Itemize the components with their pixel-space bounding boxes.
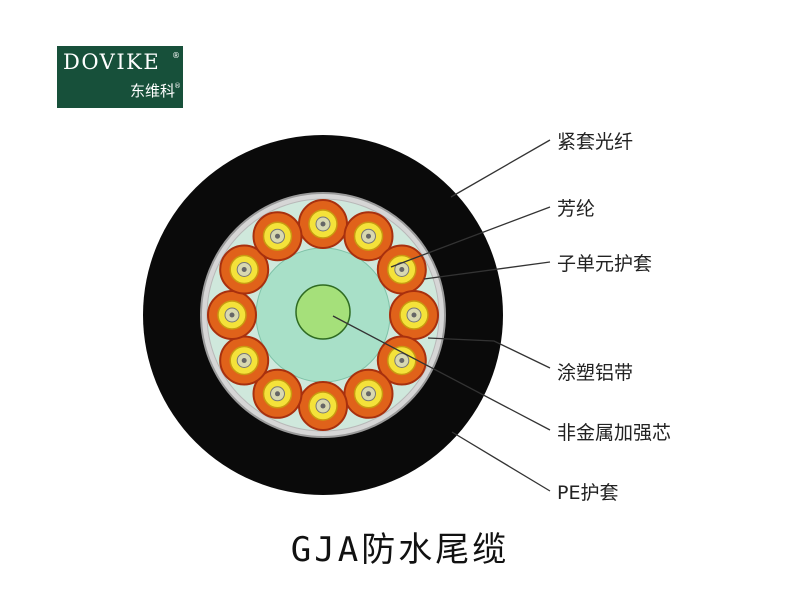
fiber-core xyxy=(399,358,405,363)
fiber-core xyxy=(275,233,280,239)
label-coated-aluminum-tape: 涂塑铝带 xyxy=(557,362,634,384)
fiber-core xyxy=(411,312,417,318)
subunit xyxy=(252,211,303,262)
fiber-core xyxy=(241,267,247,272)
subunit xyxy=(298,381,348,431)
subunit xyxy=(252,368,303,419)
subunit xyxy=(219,244,270,295)
subunit xyxy=(376,244,427,295)
logo-registered-mark: ® xyxy=(172,51,180,60)
dovike-logo: DOVIKE ® 东维科 ® xyxy=(57,46,183,108)
fiber-core xyxy=(241,358,247,363)
fiber-core xyxy=(275,391,280,397)
label-aramid: 芳纶 xyxy=(557,198,596,220)
fiber-core xyxy=(366,233,371,239)
fiber-core xyxy=(320,403,326,409)
leader-line xyxy=(427,337,551,369)
label-tight-fiber: 紧套光纤 xyxy=(557,131,634,153)
leader-line xyxy=(332,315,551,431)
label-nonmetal-strength-member: 非金属加强芯 xyxy=(557,422,672,444)
subunit xyxy=(376,335,427,386)
subunit xyxy=(298,199,348,249)
leader-line xyxy=(450,139,551,198)
logo-registered-mark-cn: ® xyxy=(174,82,181,90)
diagram-title: GJA防水尾缆 xyxy=(290,530,510,570)
label-subunit-sheath: 子单元护套 xyxy=(557,253,653,275)
subunit xyxy=(389,290,439,340)
subunit xyxy=(343,368,394,419)
subunit xyxy=(343,211,394,262)
fiber-core xyxy=(366,391,371,397)
fiber-core xyxy=(229,312,235,318)
leader-line xyxy=(451,431,551,492)
fiber-core xyxy=(399,267,405,272)
subunit xyxy=(219,335,270,386)
fiber-core xyxy=(320,221,326,227)
leader-line xyxy=(423,261,551,280)
leader-line xyxy=(390,206,551,268)
label-pe-sheath: PE护套 xyxy=(557,482,619,504)
logo-brand-en: DOVIKE xyxy=(63,50,161,74)
center-strength-member xyxy=(295,284,351,340)
subunit xyxy=(207,290,257,340)
logo-brand-cn: 东维科 xyxy=(129,82,175,100)
